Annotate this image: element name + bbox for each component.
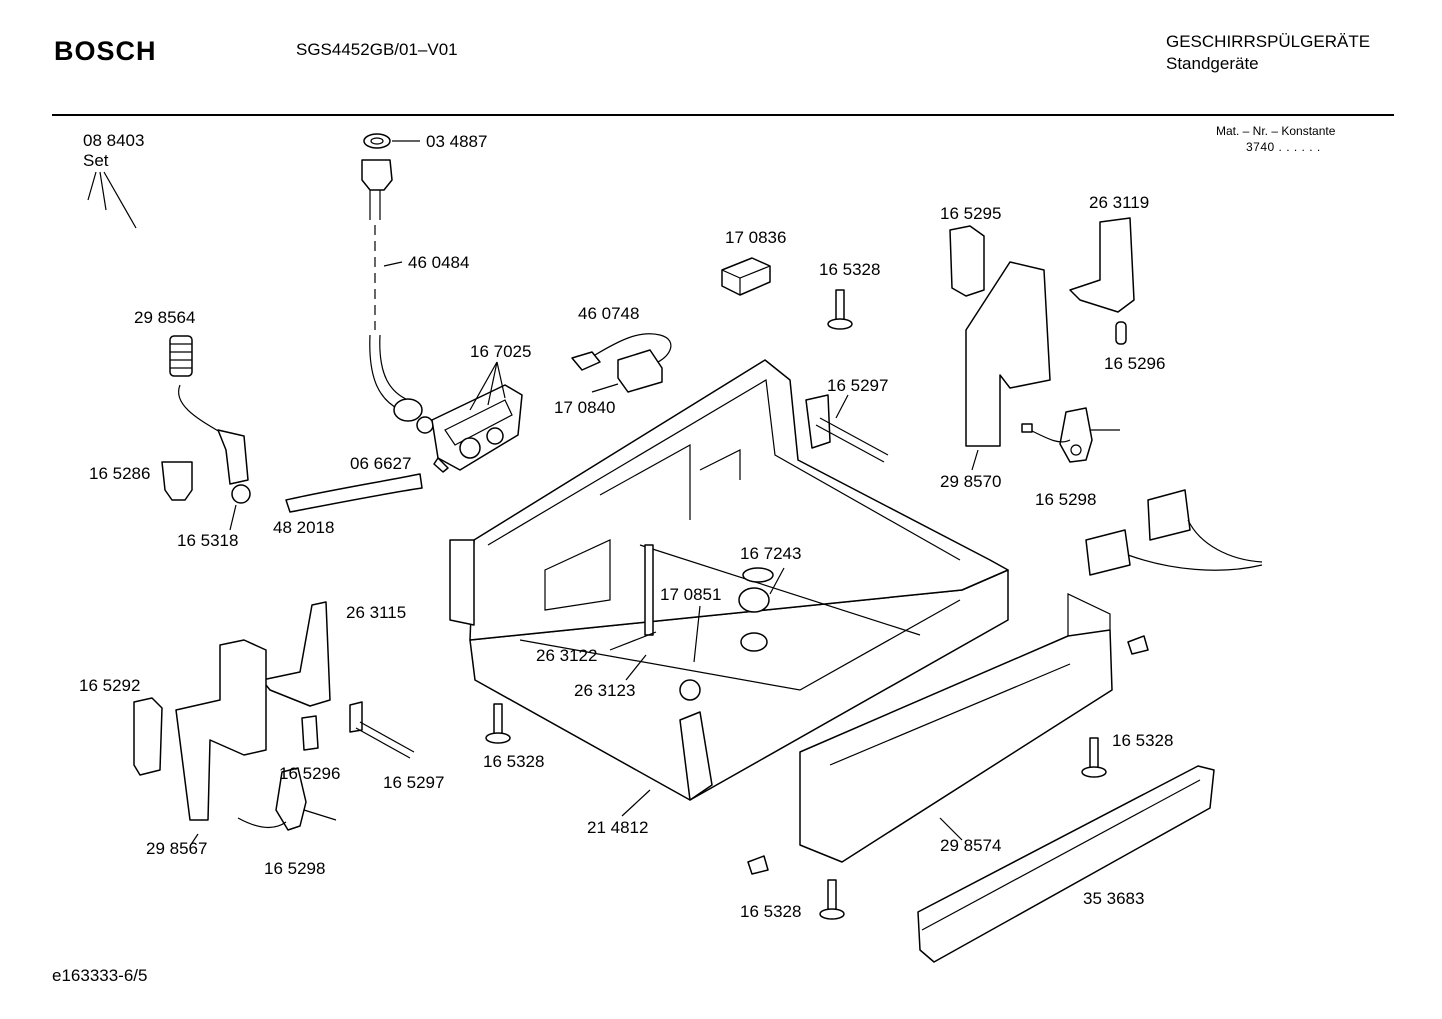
- part-label: 16 5328: [483, 752, 545, 771]
- plinth-part: [917, 765, 1215, 963]
- part-label: 26 3119: [1089, 193, 1150, 212]
- part-label: 48 2018: [273, 518, 335, 537]
- part-label: 16 5286: [89, 464, 151, 483]
- material-constant-value: 3740 . . . . . .: [1246, 140, 1321, 154]
- inlet-valve-part: [431, 361, 523, 473]
- wire-harness-part: [1085, 489, 1263, 576]
- part-label: 46 0484: [408, 253, 470, 272]
- part-label: 29 8567: [146, 839, 208, 858]
- inlet-hose-part: [361, 159, 434, 434]
- part-label: 16 5328: [819, 260, 881, 279]
- part-label: 16 5296: [279, 764, 341, 783]
- subcategory-title: Standgeräte: [1166, 54, 1259, 73]
- part-label: 26 3123: [574, 681, 636, 700]
- washer-part: [363, 133, 420, 149]
- brand-logo: BOSCH: [54, 36, 157, 66]
- part-label: 29 8564: [134, 308, 196, 327]
- part-label: 16 5298: [264, 859, 326, 878]
- part-label: 29 8574: [940, 836, 1002, 855]
- part-label: 16 5297: [383, 773, 445, 792]
- part-label: 16 5292: [79, 676, 141, 695]
- kick-panel-part: [799, 593, 1113, 863]
- screw-part: [747, 855, 845, 920]
- clip-part: [161, 461, 237, 531]
- base-tub-part: [449, 359, 1009, 817]
- spring-part: [169, 335, 251, 504]
- part-label: 17 0836: [725, 228, 787, 247]
- part-label: 21 4812: [587, 818, 649, 837]
- sensor-part: [1021, 407, 1120, 463]
- part-label: 26 3122: [536, 646, 598, 665]
- category-title: GESCHIRRSPÜLGERÄTE: [1166, 32, 1371, 51]
- wiring-connector-part: [571, 333, 672, 393]
- screw-part: [827, 289, 853, 330]
- part-label: 17 0840: [554, 398, 616, 417]
- left-bracket-part: [133, 601, 415, 847]
- part-label: 35 3683: [1083, 889, 1145, 908]
- part-label: 16 5295: [940, 204, 1002, 223]
- screw-part: [485, 703, 511, 744]
- part-label: 16 5298: [1035, 490, 1097, 509]
- bracket-part: [949, 225, 1051, 471]
- connector-block-part: [721, 257, 771, 296]
- part-label: 16 5328: [740, 902, 802, 921]
- material-constant-label: Mat. – Nr. – Konstante: [1216, 124, 1336, 138]
- part-label: 17 0851: [660, 585, 722, 604]
- header-divider: [52, 114, 1394, 116]
- part-label: 16 5296: [1104, 354, 1166, 373]
- part-label: 16 7025: [470, 342, 532, 361]
- part-label: 16 5328: [1112, 731, 1174, 750]
- part-label: 16 5318: [177, 531, 239, 550]
- part-label: 16 7243: [740, 544, 802, 563]
- part-label: 06 6627: [350, 454, 412, 473]
- part-label: 08 8403: [83, 131, 145, 150]
- part-label: 16 5297: [827, 376, 889, 395]
- model-number: SGS4452GB/01–V01: [296, 40, 458, 59]
- part-label: 03 4887: [426, 132, 488, 151]
- spring-bracket-part: [805, 394, 889, 463]
- part-label-set: Set: [83, 151, 109, 170]
- seal-ring-part: [609, 567, 785, 701]
- drawing-code: e163333-6/5: [52, 966, 148, 985]
- set-arrows: [87, 171, 137, 229]
- drain-hose-part: [285, 473, 423, 513]
- part-label: 26 3115: [346, 603, 407, 622]
- part-label: 29 8570: [940, 472, 1002, 491]
- mount-bracket-part: [1069, 217, 1135, 345]
- screw-part: [1081, 635, 1149, 778]
- part-label: 46 0748: [578, 304, 640, 323]
